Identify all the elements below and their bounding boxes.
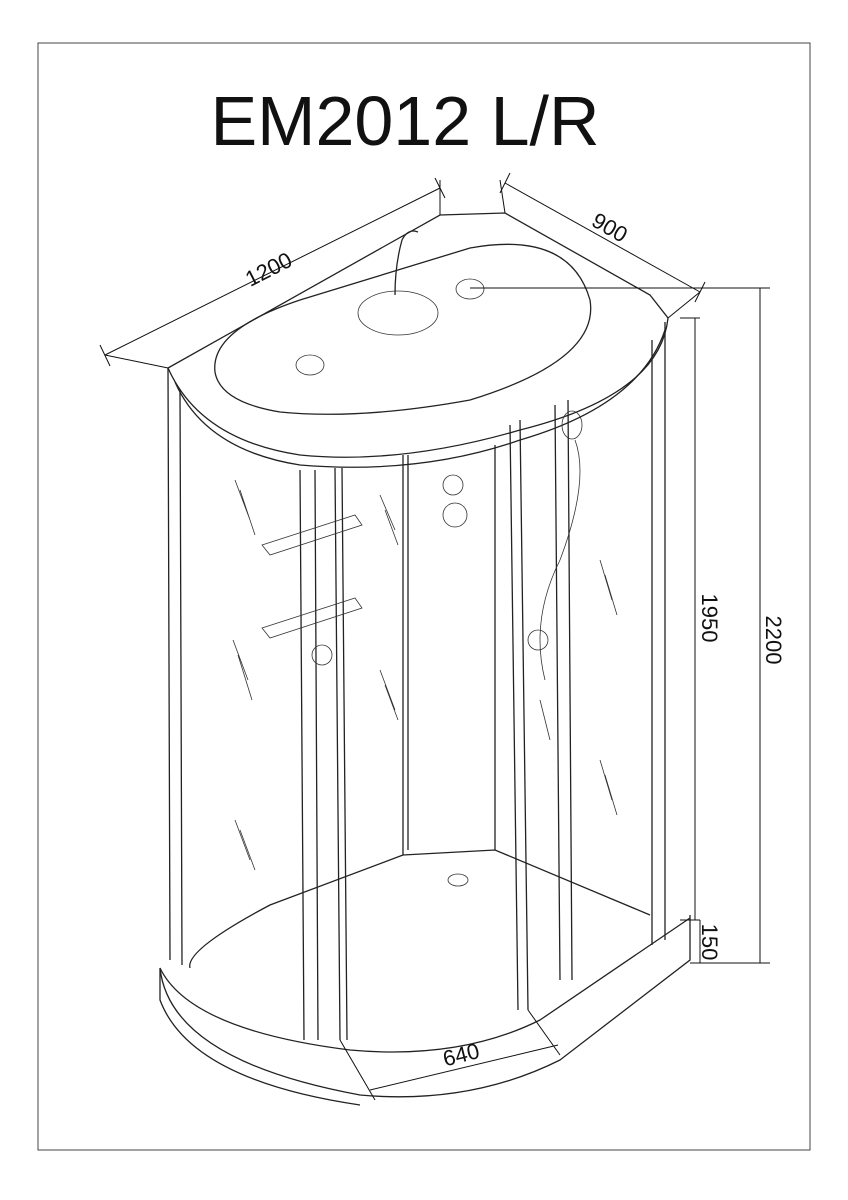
shower-tray [159, 915, 691, 1106]
dimension-length: 1200 [241, 247, 296, 291]
drawing-frame [37, 42, 811, 1151]
dimension-depth: 900 [588, 207, 632, 247]
cabin-walls [167, 322, 666, 1041]
dimension-cabin-height: 1950 [697, 594, 722, 643]
glass-reflections [232, 479, 618, 871]
model-title: EM2012 L/R [210, 82, 599, 160]
cabin-roof [167, 212, 669, 468]
cabin-fittings [261, 410, 583, 681]
dimension-lines [99, 172, 770, 1101]
dimension-tray-height: 150 [697, 924, 722, 961]
dimension-total-height: 2200 [761, 616, 786, 665]
dimension-door-width: 640 [440, 1038, 482, 1071]
